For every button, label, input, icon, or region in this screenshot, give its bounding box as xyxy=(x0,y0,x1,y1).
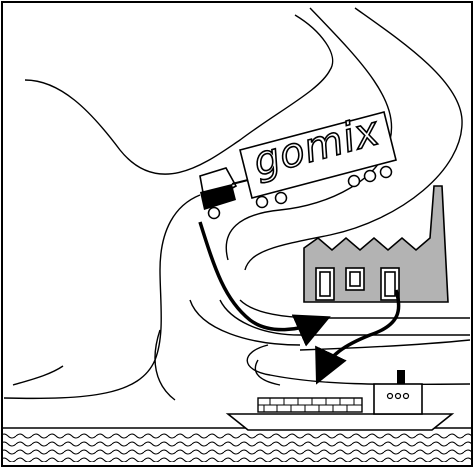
ship-porthole xyxy=(388,394,393,399)
truck-wheel xyxy=(381,167,392,178)
ship-porthole xyxy=(396,394,401,399)
truck-wheel xyxy=(276,193,287,204)
truck-wheel xyxy=(257,197,268,208)
ship-hull xyxy=(228,414,452,430)
ship-funnel xyxy=(397,370,405,384)
water-band xyxy=(3,428,471,464)
ship-porthole xyxy=(404,394,409,399)
truck-wheel xyxy=(365,171,376,182)
truck-wheel xyxy=(349,176,360,187)
truck-wheel xyxy=(209,208,220,219)
